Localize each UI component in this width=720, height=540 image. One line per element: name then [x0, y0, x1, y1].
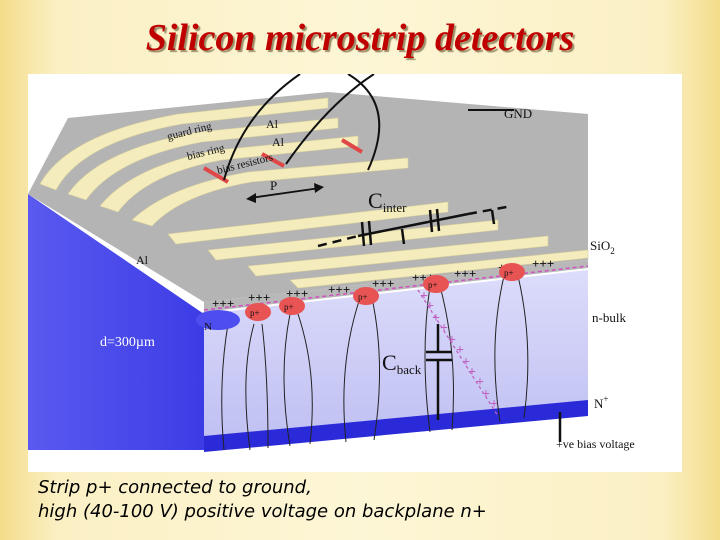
svg-text:+: + [432, 311, 440, 326]
n-bulk-label: n-bulk [592, 310, 626, 325]
bulk-front-face [204, 270, 588, 450]
pitch-label: P [270, 178, 277, 193]
backplane-n-plus [204, 400, 588, 452]
svg-text:p+: p+ [250, 308, 260, 318]
svg-text:+: + [448, 333, 456, 348]
al-label-1: Al [266, 117, 279, 131]
detector-diagram: +++ +++ +++ +++ +++ +++ +++ ++ +++ ++ ++… [28, 74, 682, 472]
n-left-label: N [204, 321, 212, 333]
svg-text:+++: +++ [248, 290, 270, 305]
thickness-label: d=300µm [100, 335, 155, 350]
svg-text:+: + [420, 289, 428, 304]
svg-text:+: + [462, 355, 470, 370]
svg-text:+++: +++ [454, 266, 476, 281]
gnd-label: GND [504, 106, 532, 121]
n-left-region [196, 310, 240, 330]
al-strips [39, 97, 589, 289]
c-back-label: Cback [382, 350, 422, 377]
p-plus-implants [245, 263, 525, 321]
wires [223, 74, 514, 181]
svg-text:+: + [468, 365, 476, 380]
svg-text:p+: p+ [504, 268, 514, 278]
svg-text:+: + [490, 397, 498, 412]
svg-text:+++: +++ [212, 296, 234, 311]
hole-trail: ++ ++ ++ ++ ++ + [420, 289, 498, 412]
bias-voltage-label: +ve bias voltage [556, 437, 635, 451]
al-label-2: Al [272, 135, 285, 149]
svg-text:+: + [476, 375, 484, 390]
svg-text:+++: +++ [372, 276, 394, 291]
pitch-arrow [246, 183, 324, 203]
c-inter-circuit [317, 204, 513, 248]
svg-text:+: + [456, 343, 464, 358]
c-back-circuit [426, 324, 562, 442]
field-lines [221, 275, 529, 451]
caption: Strip p+ connected to ground, high (40-1… [38, 476, 698, 524]
n-plus-label: N+ [594, 394, 608, 411]
svg-text:+++: +++ [532, 256, 554, 271]
slide-title: Silicon microstrip detectors [145, 17, 575, 59]
detector-svg: +++ +++ +++ +++ +++ +++ +++ ++ +++ ++ ++… [28, 74, 635, 452]
caption-line-1: Strip p+ connected to ground, [38, 477, 312, 498]
sio2-label: SiO2 [590, 238, 615, 256]
side-face [28, 194, 204, 450]
hole-dashes [417, 289, 499, 417]
svg-text:+: + [482, 387, 490, 402]
svg-text:+: + [426, 299, 434, 314]
svg-text:p+: p+ [284, 302, 294, 312]
svg-text:+: + [440, 321, 448, 336]
svg-text:+++: +++ [328, 282, 350, 297]
p-plus-labels: p+ p+ p+ p+ p+ [250, 268, 514, 318]
svg-text:p+: p+ [428, 280, 438, 290]
c-inter-label: Cinter [368, 188, 407, 215]
svg-text:p+: p+ [358, 292, 368, 302]
caption-line-2: high (40-100 V) positive voltage on back… [38, 501, 487, 522]
al-side-label: Al [136, 253, 149, 267]
